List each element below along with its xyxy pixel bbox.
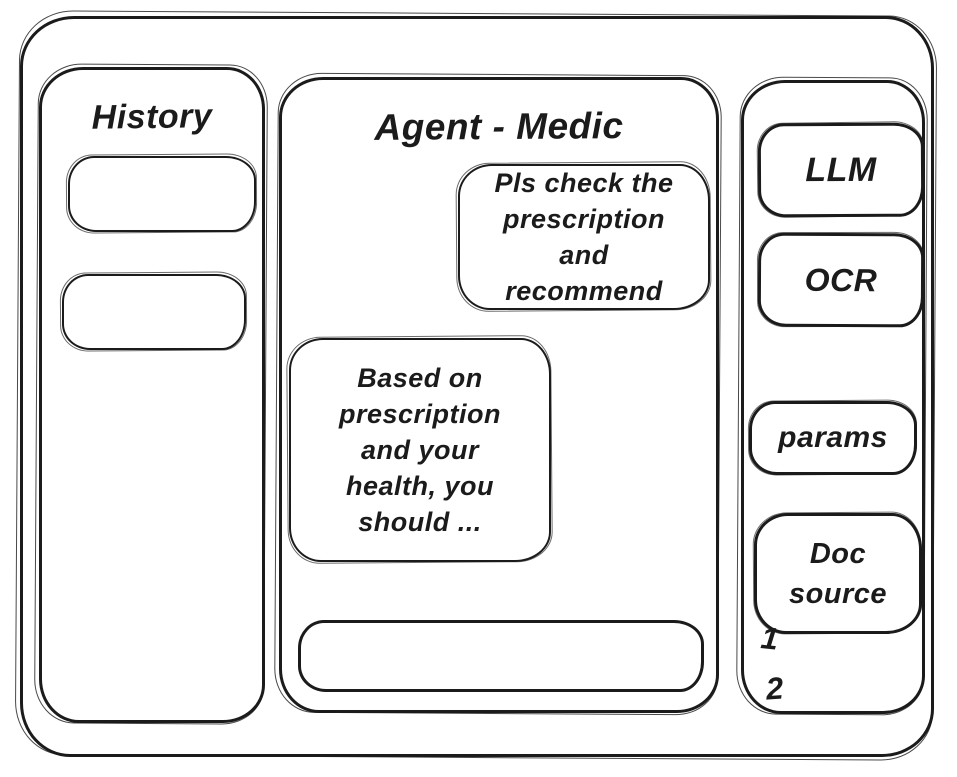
window-frame: History Agent - Medic Pls check the pres… — [20, 16, 934, 757]
chat-panel: Agent - Medic Pls check the prescription… — [279, 77, 719, 713]
history-item[interactable] — [68, 156, 256, 232]
ocr-button[interactable]: OCR — [757, 232, 925, 328]
llm-button[interactable]: LLM — [757, 122, 925, 218]
tools-panel: LLM OCR params Doc source 1 2 — [741, 80, 925, 714]
message-input[interactable] — [298, 620, 704, 692]
chat-title: Agent - Medic — [374, 105, 624, 148]
history-item[interactable] — [62, 274, 246, 350]
agent-message-bubble: Based on prescription and your health, y… — [289, 338, 551, 562]
user-message-text: Pls check the prescription and recommend — [494, 168, 674, 306]
params-button[interactable]: params — [749, 401, 917, 475]
agent-message-text: Based on prescription and your health, y… — [338, 363, 502, 537]
history-title: History — [91, 97, 213, 137]
user-message-bubble: Pls check the prescription and recommend — [458, 164, 710, 310]
doc-source-button[interactable]: Doc source — [754, 513, 922, 634]
doc-source-item-2[interactable]: 2 — [764, 670, 785, 707]
history-panel: History — [39, 67, 265, 723]
doc-source-item-1[interactable]: 1 — [759, 620, 781, 657]
